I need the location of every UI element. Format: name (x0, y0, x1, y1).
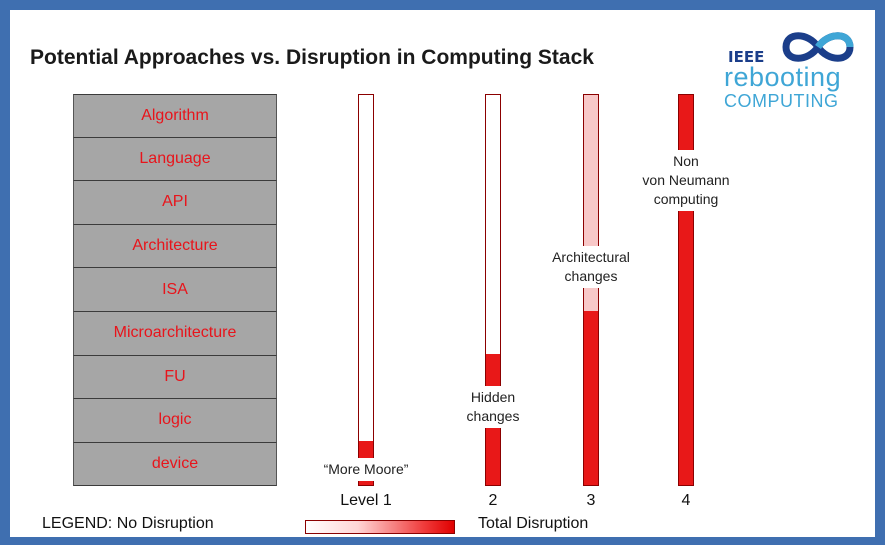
stack-layer-logic: logic (73, 399, 277, 443)
ieee-rebooting-computing-logo: IEEE rebooting COMPUTING (710, 30, 870, 120)
stack-layer-api: API (73, 181, 277, 225)
disruption-bar-3 (583, 94, 599, 486)
legend-no-disruption: LEGEND: No Disruption (42, 515, 214, 532)
logo-ieee-text: IEEE (728, 48, 765, 66)
legend-total-disruption: Total Disruption (478, 515, 589, 532)
infinity-icon (782, 32, 854, 62)
slide: Potential Approaches vs. Disruption in C… (10, 10, 875, 537)
stack-layer-algorithm: Algorithm (73, 94, 277, 138)
slide-title: Potential Approaches vs. Disruption in C… (30, 46, 594, 69)
logo-rebooting-text: rebooting (724, 62, 842, 92)
disruption-bar-1 (358, 94, 374, 486)
stack-layer-architecture: Architecture (73, 224, 277, 269)
stack-layer-microarchitecture: Microarchitecture (73, 311, 277, 356)
disrupted-segment (584, 310, 598, 485)
logo-computing-text: COMPUTING (724, 91, 839, 111)
legend-gradient (305, 520, 455, 534)
stack-layer-isa: ISA (73, 268, 277, 312)
level-label-2: 2 (488, 492, 498, 509)
level-label-1: Level 1 (340, 492, 392, 509)
stack-layer-language: Language (73, 137, 277, 182)
column-label-1: “More Moore” (321, 458, 411, 481)
stack-layer-fu: FU (73, 355, 277, 400)
level-label-3: 3 (586, 492, 596, 509)
level-label-4: 4 (681, 492, 691, 509)
stack-layer-device: device (73, 442, 277, 487)
